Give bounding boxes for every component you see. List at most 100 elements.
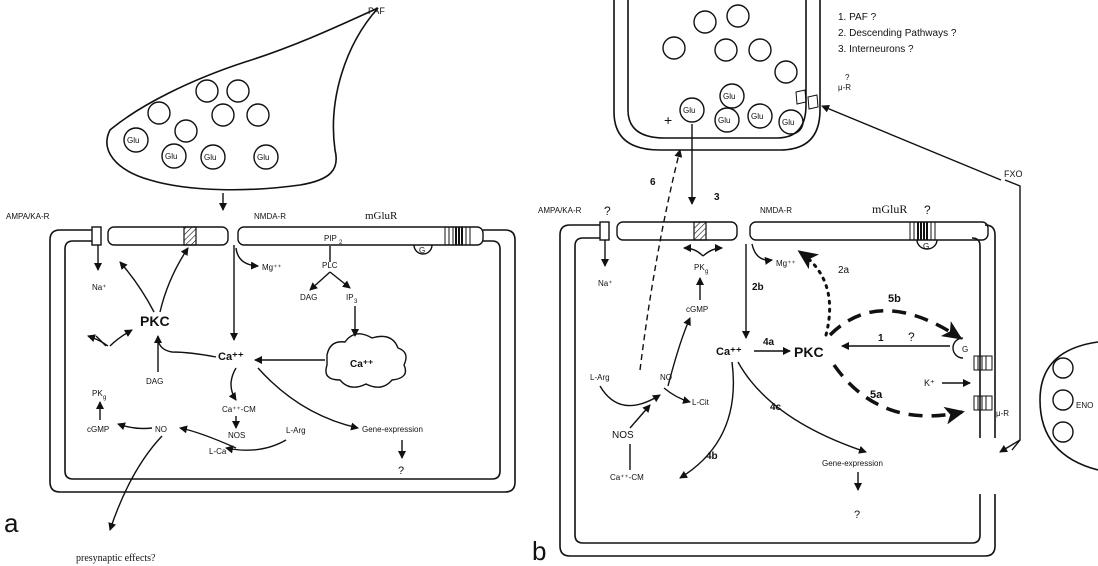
ca-cm-label-b: Ca⁺⁺-CM [610,473,644,482]
vesicle [727,5,749,27]
vesicle [148,102,170,124]
step-3-label: 3 [714,192,720,203]
eno-vesicle [1053,422,1073,442]
step-1-question: ? [908,330,915,344]
plc-ip3-arrow [330,272,350,288]
eno-vesicle [1053,358,1073,378]
na-label-b: Na⁺ [598,279,612,288]
cgmp-label: cGMP [87,425,109,434]
glu-label: Glu [751,112,763,121]
pkc-site-arrow [160,248,188,312]
vesicle [715,39,737,61]
vesicle [749,39,771,61]
mg-label-b: Mg⁺⁺ [776,259,796,268]
phosphorylation-site [184,227,196,245]
vesicle [775,61,797,83]
pkc-g-dashed-arrow [830,311,960,338]
no-presyn-arrow [110,436,162,530]
postsynaptic-inner-b [575,238,980,543]
l-arg-label: L-Arg [286,426,306,435]
panel-letter-a: a [4,508,19,538]
mg-arrow-b [752,244,772,260]
ca-store-label: Ca⁺⁺ [350,359,373,370]
vesicles-a: Glu Glu Glu Glu [124,80,278,169]
pkc-nmda-dotted-arrow [800,252,830,335]
postsynaptic-inner-b-top [972,238,980,438]
step-5b-label: 5b [888,293,901,305]
vesicle [663,37,685,59]
ampa-receptor-b [600,222,609,240]
mglur-question: ? [924,203,931,217]
l-arg-label-b: L-Arg [590,373,610,382]
pkg-sub-b: g [705,269,708,275]
dag-label: DAG [300,293,317,302]
vesicle [175,120,197,142]
mu-receptor-presyn [808,95,818,109]
vesicle [694,11,716,33]
glu-label: Glu [127,136,139,145]
vesicle [227,80,249,102]
mu-r-presyn-label: μ-R [838,83,851,92]
ca-label-b: Ca⁺⁺ [716,346,742,358]
nmda-label: NMDA-R [254,212,286,221]
question-mark-b: ? [854,509,860,521]
plus-sign: + [664,112,672,128]
step-4c-label: 4c [770,402,782,413]
mg-arrow-a [236,248,258,266]
ip3-label: IP [346,293,354,302]
panel-letter-b: b [532,536,546,566]
ca-label: Ca⁺⁺ [218,351,244,363]
postsynaptic-outer-a [50,230,515,492]
mu-receptor-presyn [796,90,806,104]
glu-label: Glu [165,152,177,161]
gene-label-b: Gene-expression [822,459,883,468]
mglur-label-b: mGluR [872,202,907,216]
l-cit-label: L-Cit [692,398,710,407]
mglur-stripes-a [445,227,470,245]
pkg-sub: g [103,395,106,401]
ca-pkc-line [158,340,216,357]
glu-label: Glu [257,153,269,162]
ampa-question: ? [604,204,611,218]
mu-question: ? [845,73,850,82]
ion-channel-bar-b [617,222,737,240]
source-item-2: 2. Descending Pathways ? [838,28,957,39]
pkg-label: PK [92,389,103,398]
step-2b-label: 2b [752,282,764,293]
panel-a: PAF Glu Glu Glu Glu [4,6,515,564]
nmda-mglur-bar-a [238,227,483,245]
step-4a-label: 4a [763,337,775,348]
mu-r-label: μ-R [996,409,1009,418]
step-2a-label: 2a [838,265,850,276]
no-cgmp-arrow [118,424,152,429]
k-channel-bottom [974,396,992,410]
ca-cm-label: Ca⁺⁺-CM [222,405,256,414]
step-4b-label: 4b [706,451,718,462]
pkg-to-pkc-arrow [110,330,132,346]
vesicle [212,104,234,126]
no-label: NO [155,425,167,434]
paf-label: PAF [368,6,385,16]
ampa-receptor [92,227,101,245]
mglur-label: mGluR [365,210,398,222]
ion-channel-bar-a [108,227,228,245]
ca-gene-arrow-b [738,362,866,452]
glu-label: Glu [683,106,695,115]
na-label: Na⁺ [92,283,106,292]
l-ca-label: L-Ca [209,447,227,456]
panel-b: Glu Glu Glu Glu Glu + 1. PAF ? 2. Descen… [532,0,1098,566]
larg-no-arrow [600,386,660,406]
ampa-label-b: AMPA/KA-R [538,206,582,215]
ca-gene-arrow [258,368,358,428]
vesicles-b: Glu Glu Glu Glu Glu [663,5,803,134]
vesicle [247,104,269,126]
plc-label: PLC [322,261,338,270]
pkc-channel-arrow [120,262,154,312]
fxo-presyn-arrow [822,106,1001,180]
ca-cm-arrow [231,368,236,400]
postsynaptic-outer-b [560,225,995,556]
glu-label: Glu [723,92,735,101]
mg-label: Mg⁺⁺ [262,263,282,272]
g-label-b: G [923,242,929,251]
